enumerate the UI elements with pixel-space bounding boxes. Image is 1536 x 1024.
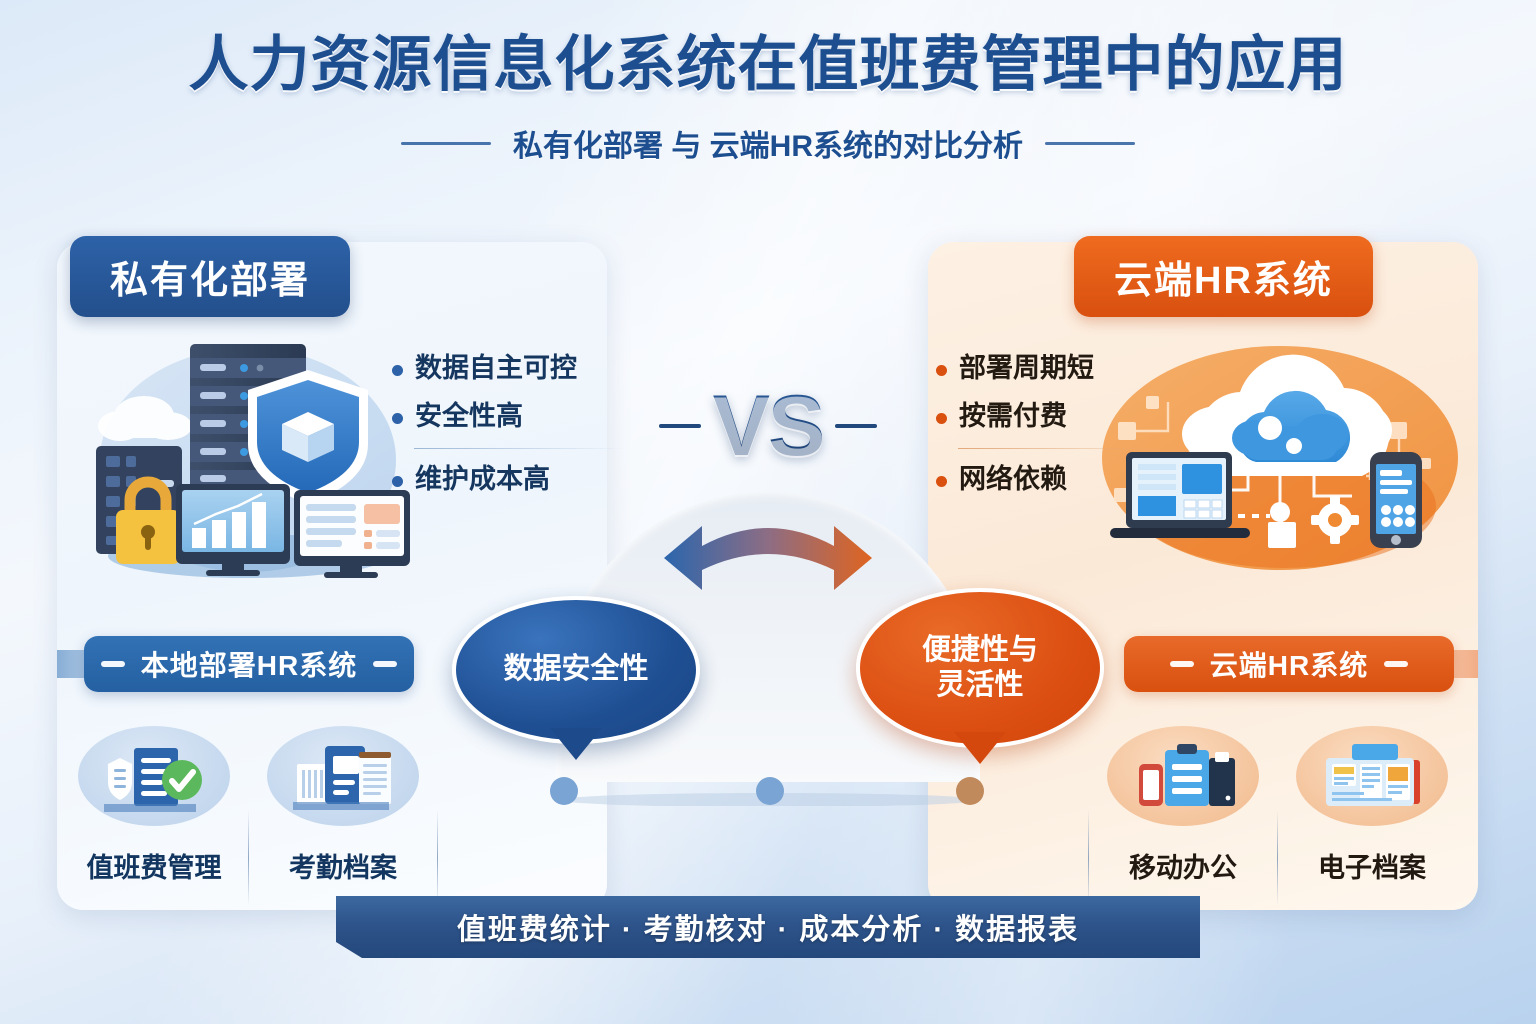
server-document-icon	[267, 726, 419, 826]
shield-icon	[248, 370, 368, 504]
news-document-icon	[1296, 726, 1448, 826]
bullet-text: 数据自主可控	[415, 353, 577, 383]
right-badge: 便捷性与 灵活性	[856, 588, 1104, 764]
device-node-icon	[1268, 510, 1296, 548]
icon-label: 移动办公	[1129, 853, 1237, 883]
header: 人力资源信息化系统在值班费管理中的应用 私有化部署 与 云端HR系统的对比分析	[0, 30, 1536, 165]
bullet-item: 部署周期短	[936, 352, 1186, 386]
icon-cell: 电子档案	[1284, 726, 1460, 885]
bullet-text: 网络依赖	[959, 463, 1067, 494]
connector-node-line	[492, 776, 1048, 807]
right-badge-line1: 便捷性与	[921, 633, 1038, 666]
bullet-dot-icon	[392, 412, 403, 424]
mobile-clipboard-icon	[1107, 726, 1259, 826]
subtitle-rule-right	[1045, 141, 1135, 145]
left-panel-chip: 私有化部署	[70, 236, 351, 317]
bullet-dot-icon	[936, 412, 947, 424]
bullet-dot-icon	[936, 365, 947, 376]
bullet-text: 部署周期短	[959, 353, 1094, 383]
left-badge-tail	[550, 728, 602, 760]
on-premise-illustration	[72, 334, 432, 584]
bullet-item: 安全性高	[392, 400, 642, 434]
icon-divider	[437, 810, 438, 906]
bullet-item: 网络依赖	[936, 463, 1186, 497]
icon-divider	[1277, 810, 1278, 906]
tick-right-icon	[1384, 661, 1409, 667]
tick-left-icon	[1169, 661, 1194, 667]
cloud-hr-illustration	[1090, 330, 1458, 580]
icon-label: 值班费管理	[86, 853, 222, 883]
left-bullet-list: 数据自主可控 安全性高 维护成本高	[392, 352, 642, 510]
bullet-dot-icon	[392, 475, 403, 487]
icon-cell: 考勤档案	[255, 726, 431, 885]
chart-monitor-icon	[176, 484, 290, 576]
left-badge-text: 数据安全性	[503, 653, 649, 686]
page-title: 人力资源信息化系统在值班费管理中的应用	[188, 31, 1348, 98]
cloud-inner-icon	[1232, 390, 1351, 462]
left-icon-row: 值班费管理 考勤档案	[66, 726, 444, 906]
page-subtitle: 私有化部署 与 云端HR系统的对比分析	[513, 130, 1023, 163]
right-icon-row: 移动办公 电子档案	[1082, 726, 1460, 906]
tick-right-icon	[373, 661, 398, 667]
icon-divider	[248, 810, 249, 906]
vs-dash-left	[658, 424, 701, 428]
tick-left-icon	[100, 661, 125, 667]
footer-banner-text: 值班费统计 · 考勤核对 · 成本分析 · 数据报表	[456, 914, 1080, 946]
report-monitor-icon	[294, 490, 410, 578]
bullet-item: 维护成本高	[392, 463, 642, 497]
vs-label: VS	[712, 378, 826, 474]
vs-dash-right	[835, 424, 878, 428]
bullet-divider	[414, 447, 624, 449]
right-bar-label: 云端HR系统	[1124, 636, 1454, 692]
icon-cell: 移动办公	[1095, 726, 1271, 885]
left-bar-label: 本地部署HR系统	[84, 636, 414, 692]
right-badge-line2: 灵活性	[936, 669, 1024, 701]
smartphone-icon	[1370, 452, 1422, 548]
right-bullet-list: 部署周期短 按需付费 网络依赖	[936, 352, 1186, 510]
left-bar-text: 本地部署HR系统	[140, 650, 358, 681]
left-badge: 数据安全性	[452, 596, 700, 760]
bullet-dot-icon	[936, 475, 947, 487]
gear-icon	[1311, 496, 1359, 544]
subtitle-row: 私有化部署 与 云端HR系统的对比分析	[0, 121, 1536, 165]
bullet-text: 安全性高	[415, 400, 523, 431]
icon-cell: 值班费管理	[66, 726, 242, 885]
footer-banner: 值班费统计 · 考勤核对 · 成本分析 · 数据报表	[336, 896, 1200, 958]
right-badge-text: 便捷性与 灵活性	[922, 633, 1038, 704]
bullet-divider	[958, 447, 1168, 449]
bidirectional-arrow-icon	[612, 500, 924, 620]
laptop-icon	[1110, 452, 1250, 538]
document-shield-check-icon	[78, 726, 230, 826]
bullet-text: 维护成本高	[415, 463, 550, 494]
bullet-text: 按需付费	[959, 400, 1067, 431]
right-bar-text: 云端HR系统	[1209, 650, 1369, 681]
icon-label: 考勤档案	[289, 853, 397, 883]
bullet-item: 按需付费	[936, 400, 1186, 434]
lock-icon	[116, 476, 180, 564]
bullet-dot-icon	[392, 365, 403, 376]
bullet-item: 数据自主可控	[392, 352, 642, 386]
right-badge-tail	[954, 732, 1006, 764]
right-panel-chip: 云端HR系统	[1074, 236, 1373, 317]
icon-label: 电子档案	[1318, 853, 1426, 883]
versus-marker: VS	[640, 378, 896, 474]
subtitle-rule-left	[401, 141, 491, 145]
icon-divider	[1088, 810, 1089, 906]
